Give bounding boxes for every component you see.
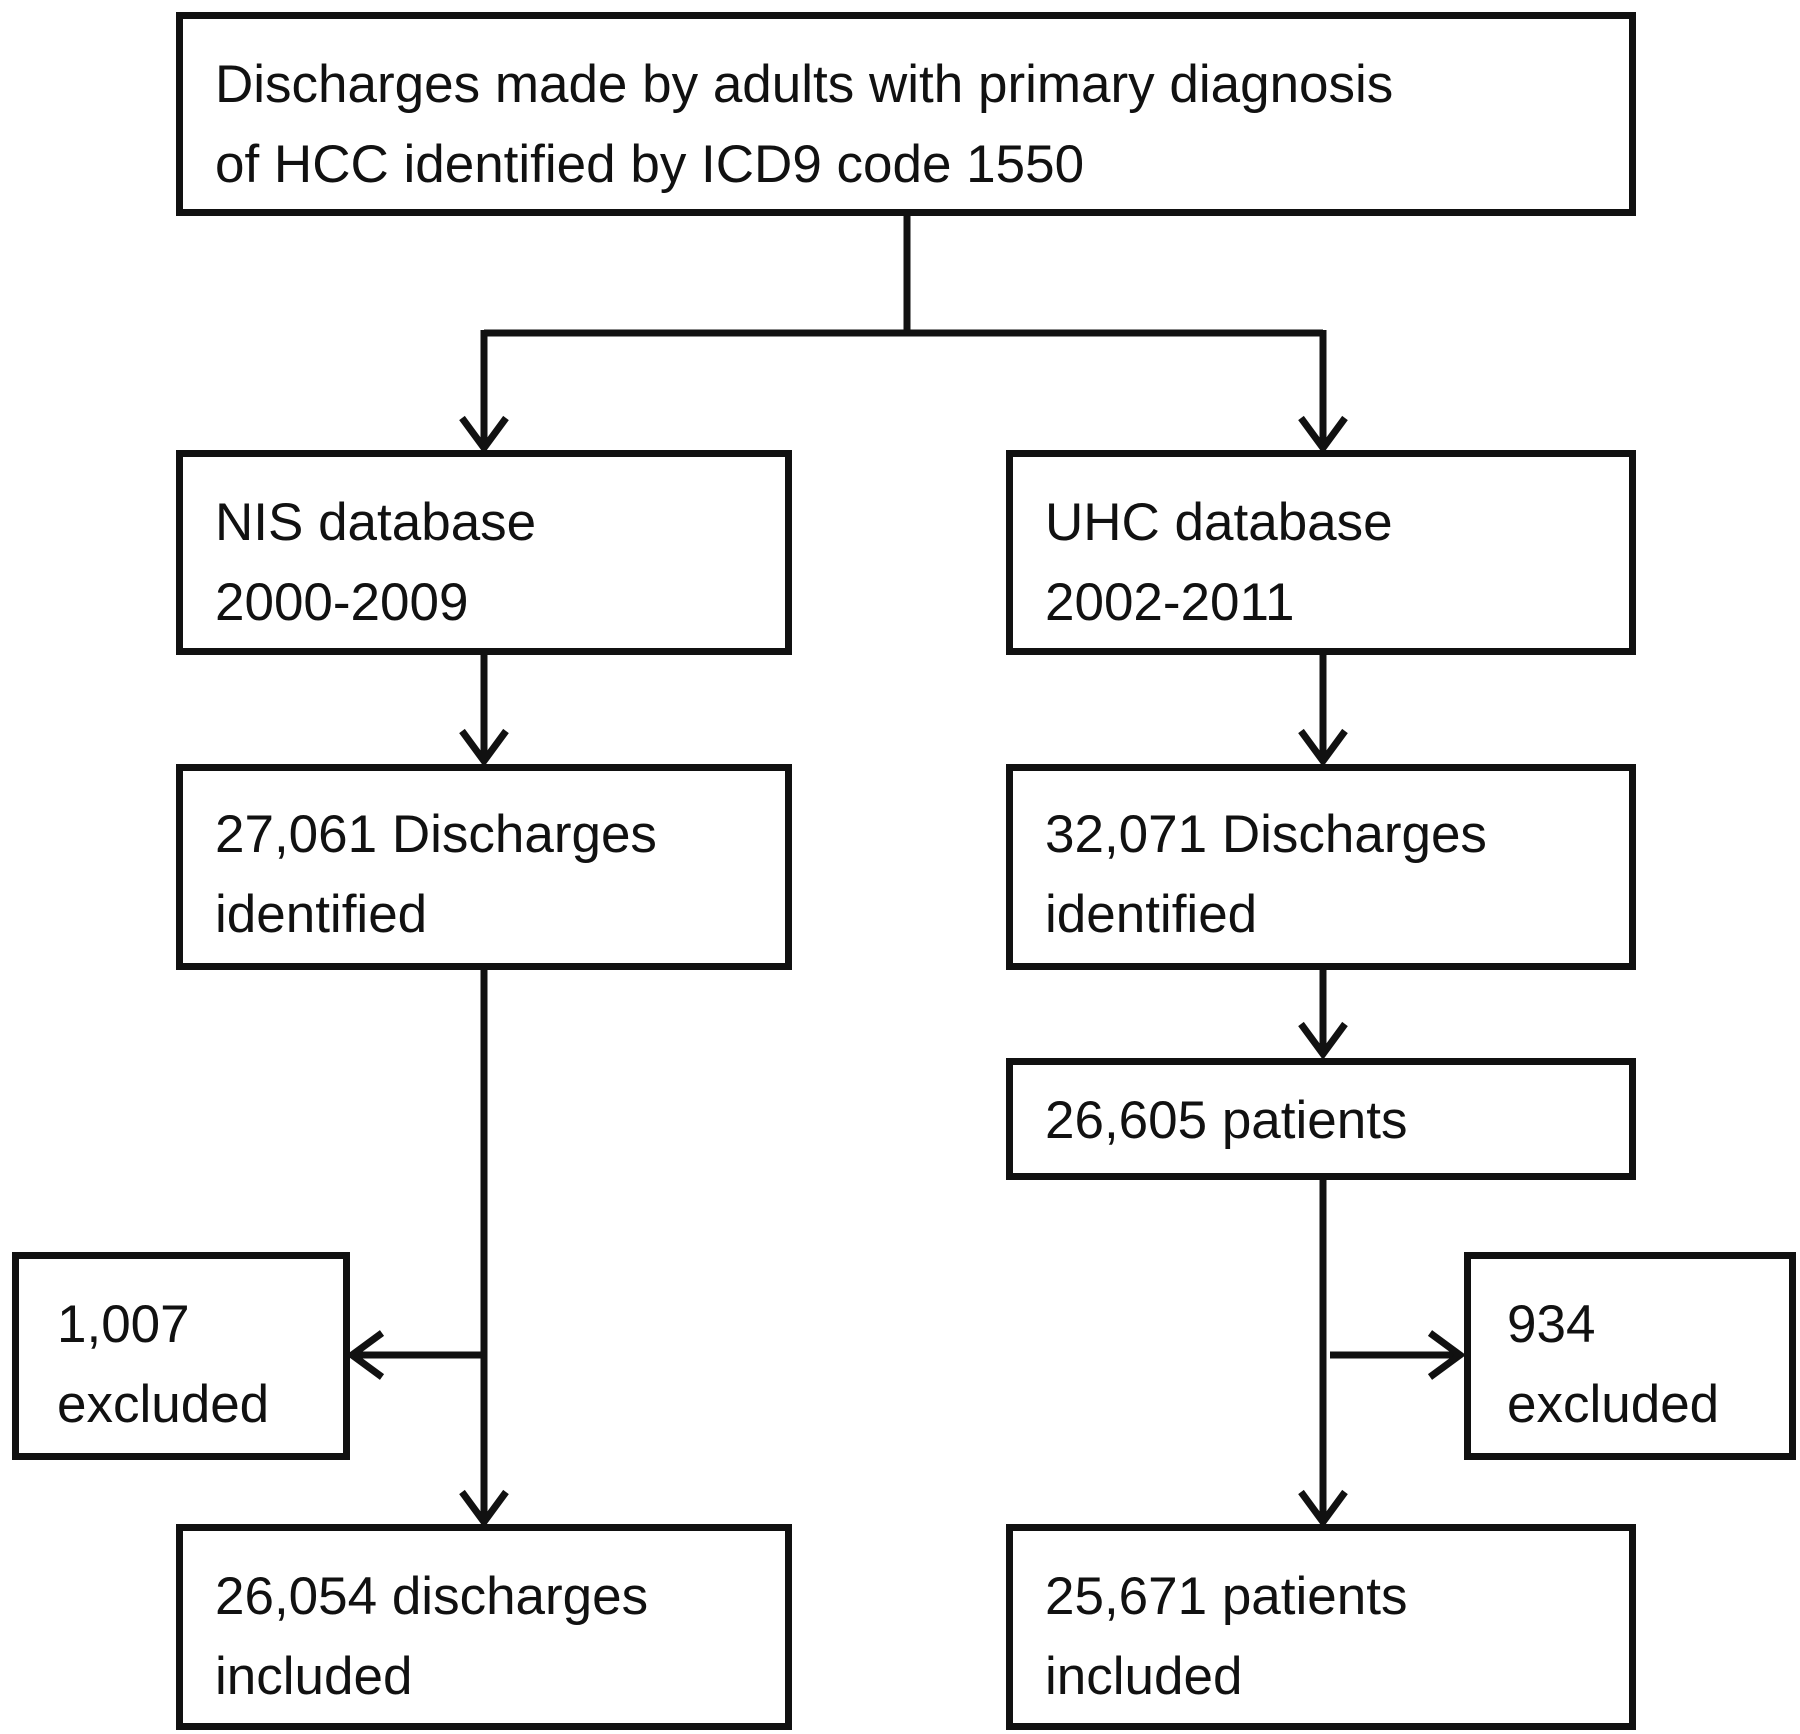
box-uhc-patients-line1: 26,605 patients <box>1045 1091 1408 1150</box>
box-nis-excluded: 1,007 excluded <box>12 1252 350 1460</box>
box-nis-database-line2: 2000-2009 <box>215 573 469 632</box>
box-uhc-database-line1: UHC database <box>1045 493 1393 552</box>
arrowhead-uhc-database <box>1298 415 1348 454</box>
arrowhead-uhc-identified <box>1298 728 1348 767</box>
box-uhc-excluded-line2: excluded <box>1507 1375 1720 1434</box>
box-uhc-database: UHC database 2002-2011 <box>1006 450 1636 655</box>
box-uhc-included-line1: 25,671 patients <box>1045 1567 1408 1626</box>
box-nis-identified-line1: 27,061 Discharges <box>215 805 657 864</box>
arrowhead-uhc-included <box>1298 1489 1348 1528</box>
box-initial-criteria-line1: Discharges made by adults with primary d… <box>215 55 1394 114</box>
box-uhc-identified-line2: identified <box>1045 885 1258 944</box>
box-nis-excluded-line1: 1,007 <box>57 1295 190 1354</box>
box-uhc-patients: 26,605 patients <box>1006 1058 1636 1180</box>
box-uhc-included-line2: included <box>1045 1647 1243 1706</box>
box-nis-included-line1: 26,054 discharges <box>215 1567 649 1626</box>
box-nis-database: NIS database 2000-2009 <box>176 450 792 655</box>
arrowhead-uhc-patients <box>1298 1021 1348 1060</box>
arrowhead-uhc-excluded <box>1427 1330 1466 1380</box>
arrowhead-nis-included <box>459 1489 509 1528</box>
box-nis-identified: 27,061 Discharges identified <box>176 764 792 970</box>
box-nis-included-line2: included <box>215 1647 413 1706</box>
box-uhc-excluded: 934 excluded <box>1464 1252 1796 1460</box>
box-uhc-database-line2: 2002-2011 <box>1045 573 1295 632</box>
arrowhead-nis-database <box>459 415 509 454</box>
box-nis-identified-line2: identified <box>215 885 428 944</box>
box-nis-included: 26,054 discharges included <box>176 1524 792 1730</box>
box-nis-excluded-line2: excluded <box>57 1375 270 1434</box>
box-initial-criteria-line2: of HCC identified by ICD9 code 1550 <box>215 135 1085 194</box>
box-nis-database-line1: NIS database <box>215 493 537 552</box>
box-uhc-identified-line1: 32,071 Discharges <box>1045 805 1487 864</box>
box-initial-criteria: Discharges made by adults with primary d… <box>176 12 1636 216</box>
box-uhc-excluded-line1: 934 <box>1507 1295 1596 1354</box>
box-uhc-identified: 32,071 Discharges identified <box>1006 764 1636 970</box>
arrowhead-nis-excluded <box>346 1330 385 1380</box>
arrowhead-nis-identified <box>459 728 509 767</box>
box-uhc-included: 25,671 patients included <box>1006 1524 1636 1730</box>
